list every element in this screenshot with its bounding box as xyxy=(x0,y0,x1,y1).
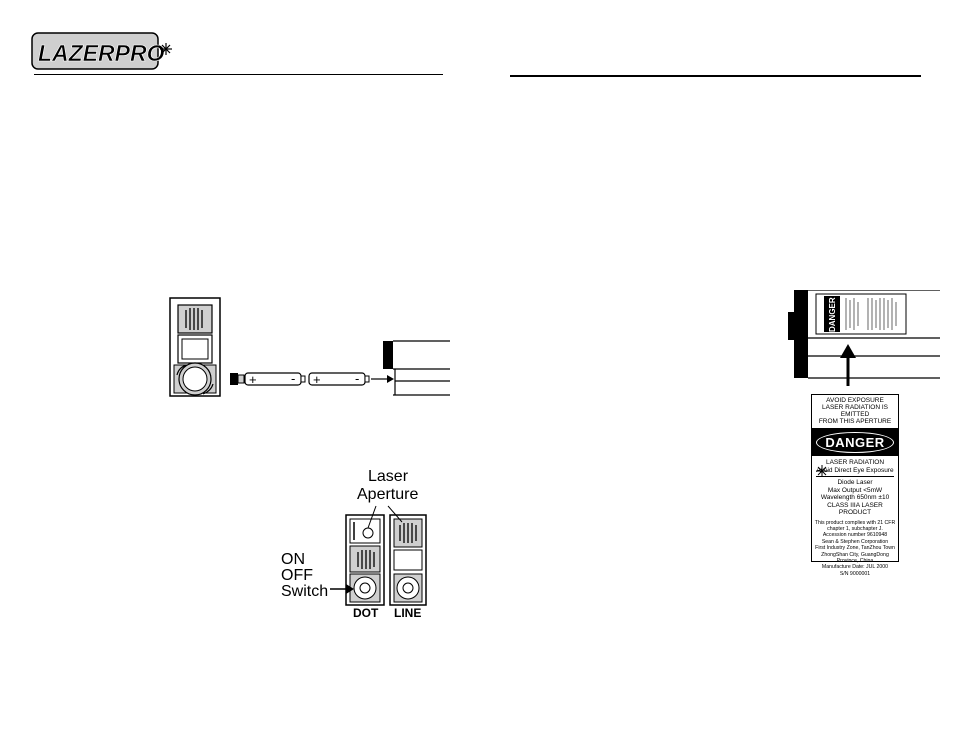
danger-top-line1: AVOID EXPOSURE xyxy=(826,397,884,404)
battery-1-minus: - xyxy=(291,371,295,386)
laser-aperture-label-line2: Aperture xyxy=(357,486,419,503)
danger-band: DANGER xyxy=(812,428,898,456)
danger-avoid-exposure: Avoid Direct Eye Exposure xyxy=(816,466,894,474)
right-header-rule xyxy=(510,75,921,77)
danger-address-1: First Industry Zone, TanZhou Town xyxy=(815,545,895,552)
danger-manufacture-date: Manufacture Date: JUL 2000 xyxy=(821,564,889,571)
danger-address-3: Province, China xyxy=(836,557,874,564)
lazerpro-logo: LAZERPRO xyxy=(31,32,172,70)
danger-top-line3: FROM THIS APERTURE xyxy=(818,418,892,425)
battery-installation-diagram: + - + - xyxy=(169,297,450,397)
left-header-rule xyxy=(34,74,443,75)
danger-heading: DANGER xyxy=(816,431,894,453)
danger-warning-label: AVOID EXPOSURE LASER RADIATION IS EMITTE… xyxy=(811,394,899,577)
logo-text: LAZERPRO xyxy=(38,40,165,66)
battery-2-plus: + xyxy=(313,372,321,387)
danger-serial: S/N 9000001 xyxy=(839,570,871,577)
danger-company: Sean & Stephen Corporation xyxy=(821,538,889,545)
dot-label: DOT xyxy=(353,606,379,620)
off-label: OFF xyxy=(281,567,313,584)
danger-diode-laser: Diode Laser xyxy=(837,479,873,486)
switch-aperture-diagram xyxy=(330,505,427,606)
danger-max-output: Max Output <5mW xyxy=(827,486,883,494)
laser-aperture-label-line1: Laser xyxy=(368,468,409,485)
danger-class: CLASS IIIA LASER PRODUCT xyxy=(827,501,883,517)
danger-accession: Accession number 9610948 xyxy=(822,532,888,539)
laser-burst-icon xyxy=(816,465,828,477)
danger-wavelength: Wavelength 650nm ±10 xyxy=(820,494,890,501)
danger-laser-radiation: LASER RADIATION xyxy=(825,459,885,466)
battery-1-plus: + xyxy=(249,372,257,387)
device-label-danger: DANGER xyxy=(828,297,837,332)
danger-address-2: ZhongShan City, GuangDong xyxy=(821,551,889,558)
danger-top-line2: LASER RADIATION IS EMITTED xyxy=(822,404,888,418)
danger-comply-1: This product complies with 21 CFR xyxy=(814,519,896,526)
line-label: LINE xyxy=(394,606,422,620)
switch-label: Switch xyxy=(281,583,329,600)
battery-2-minus: - xyxy=(355,371,359,386)
danger-comply-2: chapter 1, subchapter J. xyxy=(827,525,883,532)
device-side-view: DANGER xyxy=(788,290,940,386)
on-label: ON xyxy=(281,551,305,568)
